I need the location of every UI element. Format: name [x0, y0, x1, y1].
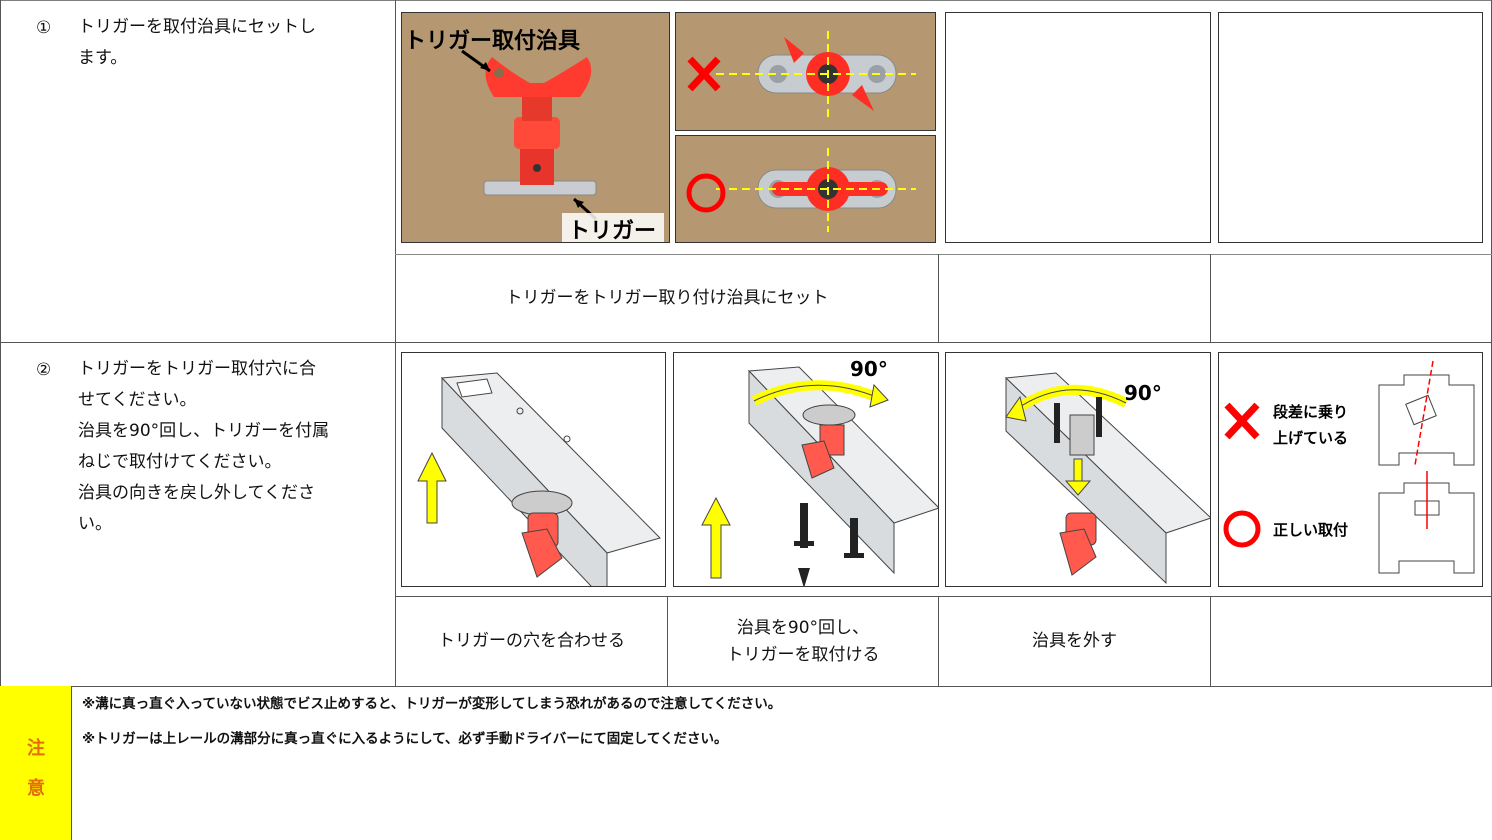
instruction-line: い。	[78, 514, 112, 534]
up-arrow-icon	[417, 451, 447, 524]
instruction-line: 治具の向きを戻し外してくださ	[78, 483, 315, 503]
caption: トリガーをトリガー取り付け治具にセット	[505, 288, 829, 308]
install-check-illustration	[1223, 360, 1475, 574]
caption	[1211, 255, 1491, 342]
step-2-instruction: トリガーをトリガー取付穴に合 せてください。 治具を90°回し、トリガーを付属 …	[78, 354, 329, 540]
rail-rotate-illustration	[701, 366, 938, 586]
caption: トリガーの穴を合わせる	[438, 631, 625, 651]
wrong-mark-icon	[1224, 402, 1260, 440]
label-jig: トリガー取付治具	[404, 29, 581, 54]
correct-mark-icon	[1223, 510, 1261, 548]
instruction-line: ます。	[78, 48, 128, 68]
angle-label: 90°	[850, 357, 888, 381]
photo-correct-alignment	[675, 135, 936, 243]
notice-text: ※トリガーは上レールの溝部分に真っ直ぐに入るようにして、必ず手動ドライバーにて固…	[82, 731, 728, 747]
instruction-line: トリガーを取付治具にセットし	[78, 17, 316, 37]
caption	[939, 255, 1210, 342]
instruction-line: ねじで取付けてください。	[78, 452, 282, 472]
up-arrow-icon	[701, 496, 731, 579]
instruction-line: トリガーをトリガー取付穴に合	[78, 359, 316, 379]
label-trigger: トリガー	[568, 219, 657, 243]
caption	[1211, 597, 1491, 686]
empty-image-frame	[1218, 12, 1483, 243]
angle-label: 90°	[1124, 381, 1162, 405]
correct-alignment-illustration	[686, 148, 916, 232]
caption: 治具を外す	[1032, 631, 1117, 651]
notice-badge: 注 意	[0, 686, 72, 840]
label-correct-install: 正しい取付	[1273, 521, 1349, 539]
label-wrong-install: 段差に乗り 上げている	[1273, 403, 1349, 447]
step-1-instruction: トリガーを取付治具にセットし ます。	[78, 12, 316, 74]
caption: 治具を90°回し、 トリガーを取付ける	[726, 617, 880, 665]
trigger-jig-illustration	[461, 49, 664, 242]
empty-image-frame	[945, 12, 1211, 243]
photo-wrong-alignment	[675, 12, 936, 131]
wrong-alignment-illustration	[687, 31, 916, 117]
notice-text: ※溝に真っ直ぐ入っていない状態でビス止めすると、トリガーが変形してしまう恐れがあ…	[82, 696, 782, 712]
diagram-rotate-jig: 90°	[673, 352, 939, 587]
correct-mark-icon	[686, 173, 726, 213]
instruction-line: 治具を90°回し、トリガーを付属	[78, 421, 330, 441]
diagram-remove-jig: 90°	[945, 352, 1211, 587]
diagram-align-hole	[401, 352, 666, 587]
rail-remove-illustration	[1004, 372, 1210, 585]
notice-badge-char: 注	[27, 738, 45, 759]
step-number: ①	[36, 18, 52, 38]
instruction-line: せてください。	[78, 390, 197, 410]
notice-badge-char: 意	[27, 778, 45, 799]
photo-trigger-jig: トリガー取付治具 トリガー	[401, 12, 670, 243]
rail-illustration	[417, 372, 661, 586]
wrong-mark-icon	[687, 56, 721, 92]
down-arrow-icon	[1073, 458, 1083, 482]
step-number: ②	[36, 360, 52, 380]
diagram-install-check: 段差に乗り 上げている 正しい取付	[1218, 352, 1483, 587]
